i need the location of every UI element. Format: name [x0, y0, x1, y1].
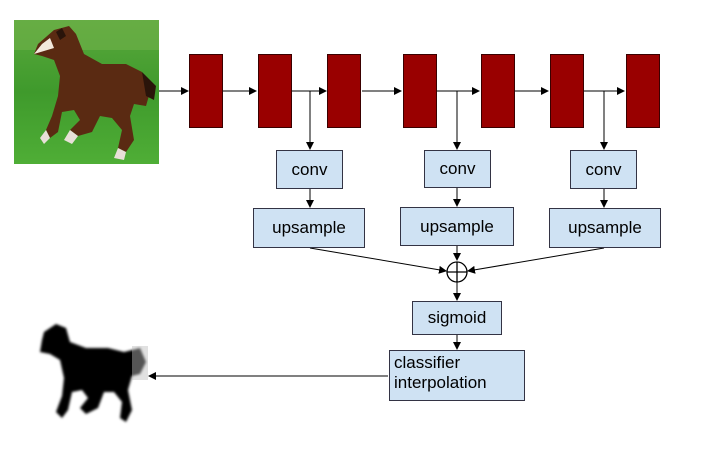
conv-box-1: conv	[276, 150, 343, 189]
input-image	[14, 20, 159, 164]
classifier-label-line-1: classifier	[394, 353, 461, 372]
backbone-block-2	[258, 54, 292, 128]
backbone-block-3	[327, 54, 361, 128]
backbone-block-7	[626, 54, 660, 128]
conv-box-3: conv	[570, 150, 637, 189]
conv-box-2: conv	[424, 150, 491, 188]
upsample-box-1: upsample	[253, 208, 365, 248]
output-mask-image	[36, 318, 148, 432]
classifier-interpolation-box: classifier interpolation	[389, 350, 525, 401]
sigmoid-box: sigmoid	[412, 301, 502, 335]
upsample-box-3: upsample	[549, 208, 661, 248]
sum-node	[446, 261, 468, 283]
backbone-block-1	[189, 54, 223, 128]
merge-arrow-left	[309, 247, 447, 274]
classifier-label-line-2: interpolation	[394, 373, 487, 392]
backbone-block-5	[481, 54, 515, 128]
merge-arrow-right	[467, 247, 605, 274]
backbone-block-4	[403, 54, 437, 128]
backbone-block-6	[550, 54, 584, 128]
upsample-box-2: upsample	[400, 207, 514, 246]
